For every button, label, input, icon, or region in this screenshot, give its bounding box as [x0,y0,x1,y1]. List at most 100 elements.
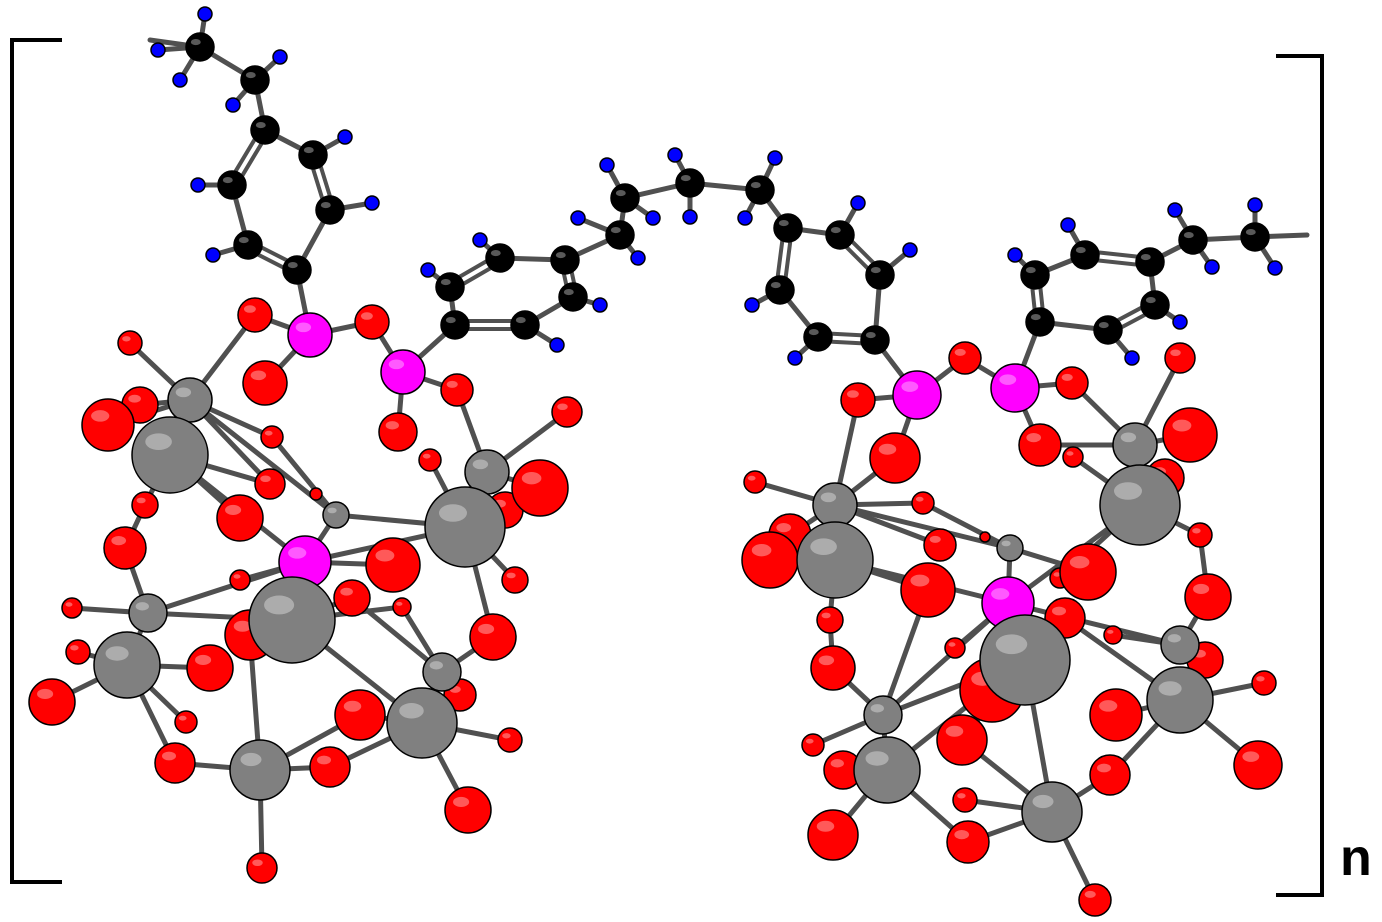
atom-highlight [91,410,110,422]
atom-highlight [1183,232,1194,239]
atom-highlight [502,733,511,739]
molybdenum-atom [1112,422,1158,468]
atom-highlight [1030,314,1041,321]
hydrogen-atom [225,97,241,113]
hydrogen-atom [1172,314,1188,330]
molybdenum-atom [422,652,462,692]
oxygen-atom [444,786,492,834]
atom-highlight [340,587,353,596]
atom-highlight [1167,634,1181,643]
oxygen-atom [1059,543,1117,601]
atom-highlight [901,381,919,392]
atom-highlight [515,317,526,324]
atom-highlight [111,536,127,546]
hydrogen-atom [1007,247,1023,263]
carbon-atom [185,32,215,62]
oxygen-atom [807,809,859,861]
atom-highlight [1242,751,1260,762]
atom-highlight [195,654,212,666]
oxygen-atom [1078,883,1112,917]
molybdenum-atom [386,687,458,759]
atom-highlight [440,279,451,286]
oxygen-atom [869,432,921,484]
phosphorus-atom [990,363,1040,413]
molybdenum-atom [979,614,1071,706]
atom-highlight [453,796,470,808]
oxygen-atom [946,820,990,864]
atom-highlight [865,751,889,766]
hydrogen-atom [1060,217,1076,233]
oxygen-atom [1018,423,1062,467]
atom-highlight [250,370,267,381]
oxygen-atom [944,637,966,659]
atom-highlight [233,574,241,579]
oxygen-atom [246,852,278,884]
hydrogen-atom [850,195,866,211]
atom-highlight [1256,676,1265,682]
oxygen-atom [923,528,957,562]
carbon-atom [485,243,515,273]
hydrogen-atom [172,72,188,88]
hydrogen-atom [767,150,783,166]
atom-highlight [1099,700,1118,712]
molybdenum-atom [853,736,921,804]
atom-highlight [1158,681,1182,696]
atom-highlight [478,623,495,635]
molybdenum-atom [424,486,506,568]
oxygen-atom [365,537,421,593]
atom-highlight [136,497,146,504]
atom-highlight [1025,267,1036,274]
oxygen-atom [333,579,371,617]
molybdenum-atom [229,739,291,801]
atom-highlight [240,752,262,767]
atom-highlight [70,645,79,651]
atom-highlight [1193,583,1210,595]
carbon-atom [250,115,280,145]
atom-highlight [1114,482,1142,500]
molybdenum-atom [93,631,161,699]
carbon-atom [440,310,470,340]
oxygen-atom [229,569,251,591]
atom-highlight [446,380,458,388]
hydrogen-atom [1247,197,1263,213]
oxygen-atom [440,373,474,407]
atom-highlight [778,220,789,227]
oxygen-atom [418,448,442,472]
atom-highlight [1066,451,1074,456]
molybdenum-atom [248,576,336,664]
atom-highlight [557,403,568,411]
molybdenum-atom [812,482,858,528]
oxygen-atom [952,787,978,813]
atom-highlight [1032,794,1054,809]
carbon-atom [1135,247,1165,277]
molybdenum-atom [1146,666,1214,734]
atom-highlight [810,538,837,556]
carbon-atom [745,175,775,205]
atom-highlight [929,535,941,543]
hydrogen-atom [787,350,803,366]
oxygen-atom [117,330,143,356]
oxygen-atom [131,491,159,519]
hydrogen-atom [1167,202,1183,218]
atom-highlight [135,602,149,611]
oxygen-atom [28,678,76,726]
oxygen-atom [81,398,135,452]
carbon-atom [803,322,833,352]
atom-highlight [343,700,362,712]
atom-highlight [747,475,756,481]
hydrogen-atom [592,297,608,313]
carbon-atom [550,245,580,275]
atom-highlight [1098,322,1109,329]
atom-highlight [1026,433,1042,443]
carbon-atom [298,140,328,170]
carbon-atom [610,183,640,213]
atom-highlight [954,348,966,356]
hydrogen-atom [472,232,488,248]
hydrogen-atom [1267,260,1283,276]
oxygen-atom [741,531,799,589]
oxygen-atom [810,645,856,691]
atom-highlight [490,250,501,257]
hydrogen-atom [630,250,646,266]
molybdenum-atom [1099,464,1181,546]
atom-highlight [238,237,249,244]
